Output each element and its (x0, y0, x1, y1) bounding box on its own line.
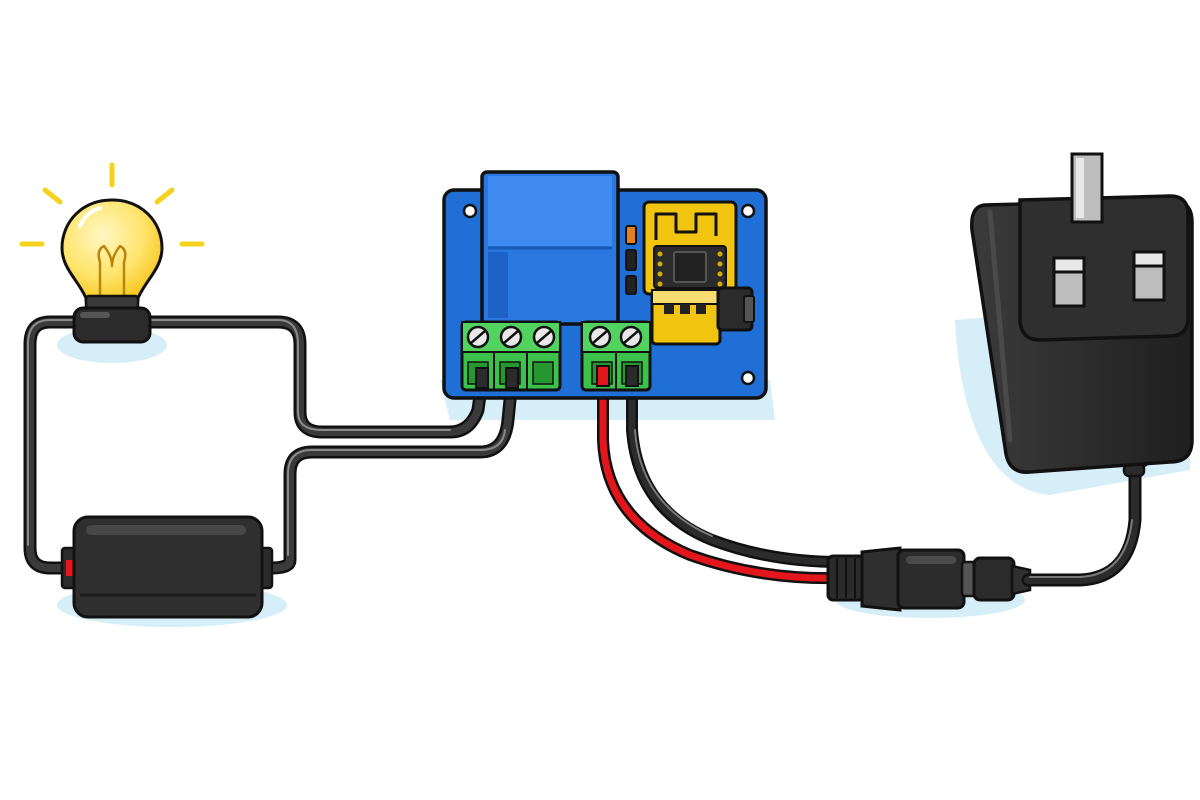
dc-power-wires (597, 364, 846, 585)
dc-barrel-connector (826, 546, 1032, 612)
mount-hole (462, 203, 478, 219)
inline-driver-box (60, 515, 274, 619)
terminal-screw-icon (466, 325, 490, 349)
wifi-antenna-icon (654, 212, 718, 240)
terminal-block-power (580, 320, 652, 392)
esp-wifi-module (642, 200, 738, 296)
adapter-cable (1021, 463, 1142, 587)
esp-chip (673, 251, 707, 283)
earth-pin-icon (1070, 152, 1104, 224)
neutral-pin-icon (1132, 250, 1166, 302)
smd-capacitor (625, 275, 637, 295)
left-circuit-wires (23, 315, 519, 575)
smd-diode (625, 249, 637, 271)
board-dc-jack (716, 286, 755, 332)
bulb-glass (60, 198, 164, 302)
relay-cube (480, 170, 620, 326)
wire-bulb-to-relay (143, 315, 489, 439)
live-pin-icon (1052, 256, 1086, 308)
pin-header-block (650, 288, 722, 346)
wifi-relay-module (442, 170, 768, 400)
terminal-screw-icon (499, 325, 523, 349)
wall-power-adapter (970, 152, 1194, 478)
smd-resistor (625, 225, 637, 245)
terminal-screw-icon (532, 325, 556, 349)
mount-hole (740, 203, 756, 219)
mount-hole (740, 370, 756, 386)
light-bulb (19, 162, 205, 344)
terminal-screw-icon (588, 325, 612, 349)
terminal-screw-icon (619, 325, 643, 349)
bulb-glow-rays-icon (19, 162, 205, 247)
